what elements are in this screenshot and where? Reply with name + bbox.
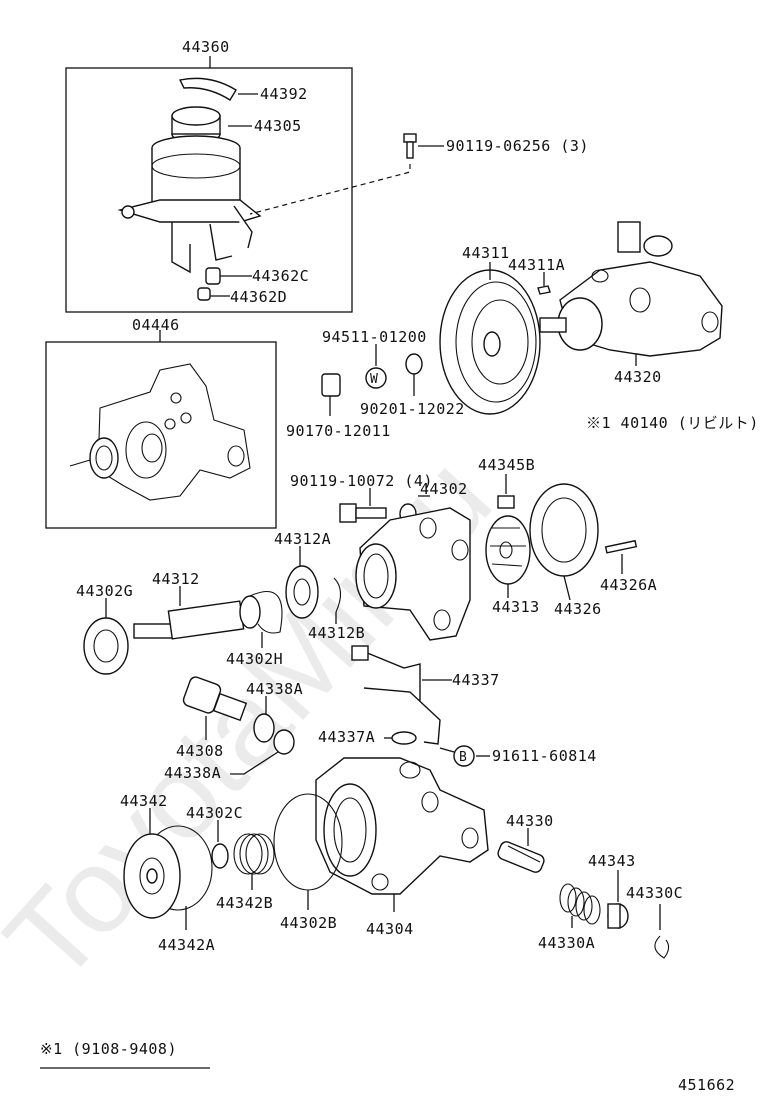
label-44362D: 44362D [230,288,287,306]
b-mark: B [459,750,467,765]
label-44326: 44326 [554,600,602,618]
label-44305: 44305 [254,117,302,135]
label-44345B: 44345B [478,456,535,474]
o-ring-44302c-part [211,843,229,869]
reservoir-group: 44360 44392 44305 44362C 44362D [65,38,353,313]
footnote-text: ※1 (9108-9408) [40,1040,177,1058]
label-44330A: 44330A [538,934,595,952]
label-44304: 44304 [366,920,414,938]
group-label-04446: 04446 [132,316,180,334]
label-44342: 44342 [120,792,168,810]
label-90201: 90201-12022 [360,400,465,418]
fitting-44362d-part [197,287,211,301]
pump-assembly-44320-part [539,221,723,357]
label-44330C: 44330C [626,884,683,902]
reservoir-group-box [65,67,353,313]
washer-w-marker [365,367,387,389]
bolt-90119-06256-part [403,133,417,159]
washer-90201-part [405,353,423,375]
cam-ring-44326-part [529,483,599,577]
w-mark: W [370,372,378,387]
label-90119-06256: 90119-06256 (3) [446,137,589,155]
label-44337: 44337 [452,671,500,689]
b-marker [453,745,475,767]
spring-44342b-part [233,833,275,875]
label-44342A: 44342A [158,936,215,954]
front-housing-44302-part [355,507,471,641]
oil-seal-44302g-part [83,617,129,675]
union-44337-part [351,645,441,745]
label-44302B: 44302B [280,914,337,932]
label-90119-10072: 90119-10072 (4) [290,472,433,490]
label-44362C: 44362C [252,267,309,285]
label-44338A-top: 44338A [246,680,303,698]
label-44302G: 44302G [76,582,133,600]
snap-ring-44302h-part [249,591,283,634]
label-44343: 44343 [588,852,636,870]
label-44311: 44311 [462,244,510,262]
o-ring-44338a-bottom-part [273,729,295,755]
valve-44330-part [497,841,545,873]
snap-ring-44312b-part [333,577,342,613]
bearing-44312a-part [285,565,319,619]
label-44302: 44302 [420,480,468,498]
gasket-kit-box [45,341,277,529]
nut-90170-part [321,373,341,397]
label-91611: 91611-60814 [492,747,597,765]
label-94511: 94511-01200 [322,328,427,346]
label-44326A: 44326A [600,576,657,594]
diagram-id: 451662 [678,1076,735,1094]
o-ring-44338a-top-part [253,713,275,743]
spring-44330a-part [559,883,601,925]
label-44312B: 44312B [308,624,365,642]
label-44342B: 44342B [216,894,273,912]
plug-44343-part [607,903,629,929]
label-44330: 44330 [506,812,554,830]
rotor-44313-part [485,515,531,585]
pin-44326a-part [604,539,638,554]
label-44320: 44320 [614,368,662,386]
label-44308: 44308 [176,742,224,760]
label-44313: 44313 [492,598,540,616]
label-44302C: 44302C [186,804,243,822]
pulley-44311-part [439,269,541,415]
label-90170: 90170-12011 [286,422,391,440]
reservoir-tank-part [117,106,262,274]
bolt-90119-10072-part [339,503,387,523]
gasket-44337a-part [391,731,417,745]
label-44312: 44312 [152,570,200,588]
key-44311a-part [537,285,551,295]
rear-housing-44304-part [315,757,489,895]
label-44311A: 44311A [508,256,565,274]
label-44338A-bottom: 44338A [164,764,221,782]
shaft-44312-part [133,595,261,640]
snap-ring-44330c-part [654,935,670,959]
sensor-44308-part [182,676,248,722]
vane-44345b-part [497,495,515,509]
label-40140: ※1 40140 (リビルト) [586,414,759,432]
label-44312A: 44312A [274,530,331,548]
clip-part [178,77,237,101]
cover-44342-part [123,825,213,919]
fitting-44362c-part [205,267,221,285]
group-label-44360: 44360 [182,38,230,56]
label-44392: 44392 [260,85,308,103]
gasket-kit-group: 04446 [45,316,277,529]
label-44337A: 44337A [318,728,375,746]
label-44302H: 44302H [226,650,283,668]
